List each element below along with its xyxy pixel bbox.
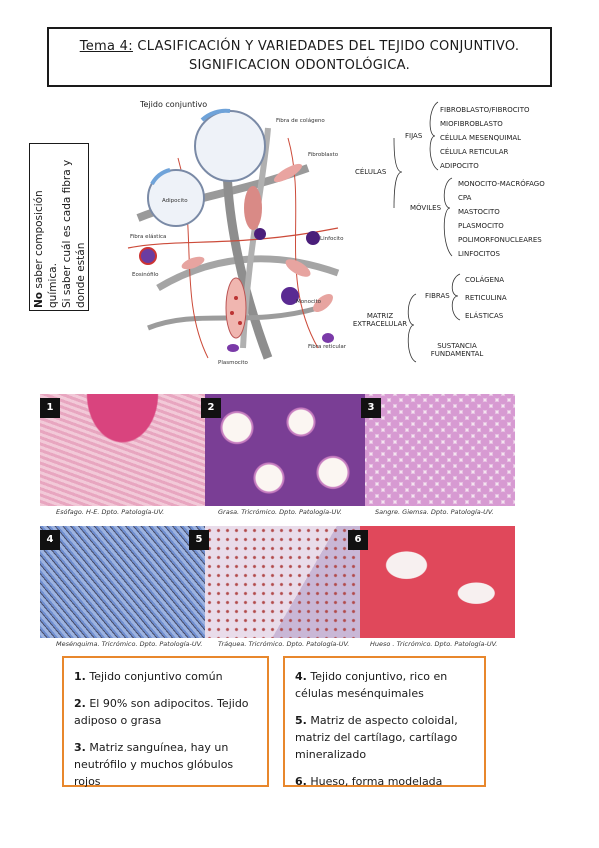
photo-mesenquima — [40, 526, 205, 638]
classification-tree: CÉLULAS FIJAS FIBROBLASTO/FIBROCITO MIOF… — [350, 98, 580, 368]
answer-item: 3. Matriz sanguínea, hay un neutrófilo y… — [74, 741, 234, 788]
tree-moviles-item: MONOCITO-MACRÓFAGO — [458, 180, 545, 188]
label-fibra-colageno: Fibra de colágeno — [276, 117, 325, 124]
photo-esofago — [40, 394, 205, 506]
note-text: No saber composición química. Si saber c… — [32, 148, 88, 308]
connective-tissue-diagram: Tejido conjuntivo Fibra de colágeno — [118, 98, 348, 368]
tree-moviles-item: CPA — [458, 194, 472, 202]
note-line1: saber composición química. — [33, 190, 59, 308]
answers-box-left: 1. Tejido conjuntivo común 2. El 90% son… — [62, 656, 269, 788]
title-line: Tema 4: CLASIFICACIÓN Y VARIEDADES DEL T… — [49, 37, 550, 56]
answer-item: 1. Tejido conjuntivo común — [74, 670, 223, 683]
label-linfocito: Linfocito — [320, 236, 344, 242]
photo-caption: Hueso . Tricrómico. Dpto. Patología-UV. — [370, 640, 498, 648]
answer-item: 6. Hueso, forma modelada — [295, 775, 443, 788]
diagram-title: Tejido conjuntivo — [139, 100, 207, 109]
tree-moviles: MÓVILES — [410, 204, 442, 212]
photo-number: 4 — [40, 530, 60, 550]
answer-item: 2. El 90% son adipocitos. Tejido adiposo… — [74, 697, 249, 727]
tree-fibras-item: RETICULINA — [465, 294, 507, 302]
tree-moviles-item: POLIMORFONUCLEARES — [458, 236, 542, 244]
tree-matriz: MATRIZ EXTRACELULAR — [352, 312, 408, 328]
tree-fibras-item: COLÁGENA — [465, 276, 504, 284]
photo-hueso — [360, 526, 515, 638]
photo-caption: Sangre. Giemsa. Dpto. Patología-UV. — [375, 508, 494, 516]
tree-celulas: CÉLULAS — [355, 168, 387, 176]
label-fibroblasto: Fibroblasto — [308, 152, 339, 158]
tree-sustancia: SUSTANCIA FUNDAMENTAL — [430, 342, 484, 358]
tema-label: Tema 4: — [79, 39, 133, 54]
photo-traquea — [205, 526, 360, 638]
photo-caption: Mesénquima. Tricrómico. Dpto. Patología-… — [56, 640, 203, 648]
tree-fijas-item: CÉLULA MESENQUIMAL — [440, 134, 522, 142]
answers-box-right: 4. Tejido conjuntivo, rico en células me… — [283, 656, 486, 788]
photo-caption: Grasa. Tricrómico. Dpto. Patología-UV. — [218, 508, 342, 516]
tree-moviles-item: MASTOCITO — [458, 208, 500, 216]
note-line3: donde están — [75, 242, 87, 308]
tree-fibras-item: ELÁSTICAS — [465, 312, 504, 320]
note-line2: Si saber cuál es cada fibra y — [61, 159, 73, 308]
tree-moviles-item: LINFOCITOS — [458, 250, 500, 258]
note-box: No saber composición química. Si saber c… — [29, 143, 89, 311]
photo-sangre — [365, 394, 515, 506]
tree-fijas-item: FIBROBLASTO/FIBROCITO — [440, 106, 530, 114]
label-fibra-elastica: Fibra elástica — [130, 233, 166, 240]
photo-number: 3 — [361, 398, 381, 418]
photo-number: 6 — [348, 530, 368, 550]
label-monocito: Monocito — [296, 299, 322, 305]
label-fibra-reticular: Fibra reticular — [308, 344, 347, 350]
tree-moviles-item: PLASMOCITO — [458, 222, 504, 230]
photo-grasa — [205, 394, 365, 506]
label-eosinofilo: Eosinófilo — [132, 271, 159, 278]
tree-brackets — [393, 101, 461, 363]
photo-number: 1 — [40, 398, 60, 418]
tree-fijas-item: ADIPOCITO — [440, 162, 479, 170]
label-plasmocito: Plasmocito — [218, 360, 249, 366]
tree-fijas: FIJAS — [405, 132, 423, 140]
tree-fijas-item: MIOFIBROBLASTO — [440, 120, 503, 128]
subtitle: SIGNIFICACION ODONTOLÓGICA. — [188, 58, 411, 73]
diagram-illustration: Tejido conjuntivo Fibra de colágeno — [127, 100, 347, 366]
answer-item: 5. Matriz de aspecto coloidal, matriz de… — [295, 714, 458, 761]
tree-fibras: FIBRAS — [425, 292, 450, 300]
title-text: CLASIFICACIÓN Y VARIEDADES DEL TEJIDO CO… — [137, 39, 520, 54]
photo-caption: Tráquea. Tricrómico. Dpto. Patología-UV. — [218, 640, 350, 648]
note-bold: No — [33, 291, 45, 308]
answer-item: 4. Tejido conjuntivo, rico en células me… — [295, 670, 448, 700]
photo-caption: Esófago. H-E. Dpto. Patología-UV. — [56, 508, 165, 516]
tree-fijas-item: CÉLULA RETICULAR — [440, 148, 509, 156]
photo-number: 5 — [189, 530, 209, 550]
photo-number: 2 — [201, 398, 221, 418]
title-box: Tema 4: CLASIFICACIÓN Y VARIEDADES DEL T… — [47, 27, 552, 87]
label-adiposito: Adipocito — [162, 198, 188, 204]
